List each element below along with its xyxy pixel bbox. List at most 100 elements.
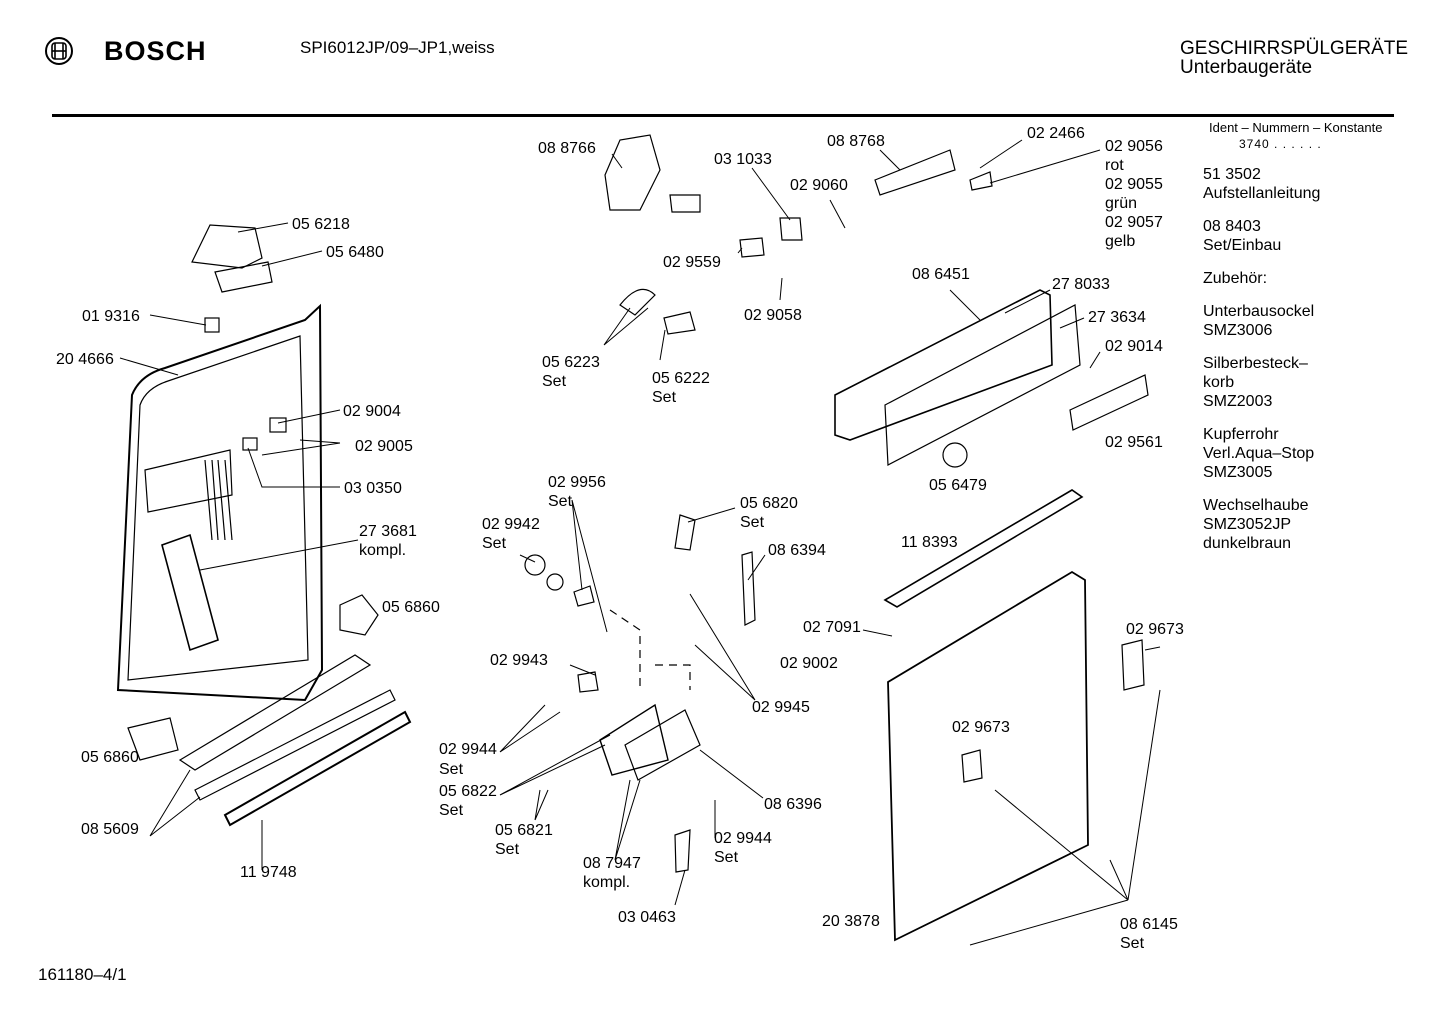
- part-label: grün: [1105, 195, 1137, 212]
- switch-030350-shape: [242, 437, 258, 451]
- door-inner-panel-inset: [127, 335, 309, 681]
- part-label: Set: [714, 849, 739, 866]
- trim-strip-lower-shape: [223, 710, 412, 827]
- header-divider: [52, 114, 1394, 117]
- switch-block-029561-shape: [1069, 374, 1149, 431]
- sidebar-parts-info: Ident – Nummern – Konstante 3740 . . . .…: [1203, 120, 1433, 553]
- part-label: 05 6480: [326, 244, 384, 261]
- entry-line: 51 3502: [1203, 166, 1261, 183]
- part-label: 05 6860: [382, 599, 440, 616]
- part-label: 05 6223: [542, 354, 600, 371]
- part-label: 02 9673: [952, 719, 1010, 736]
- assembly-guide-lines: [609, 609, 691, 690]
- part-label: 08 6396: [764, 796, 822, 813]
- entry-line: Silberbesteck–: [1203, 355, 1308, 372]
- part-label: 02 7091: [803, 619, 861, 636]
- relay-029559-shape: [739, 237, 765, 258]
- clip-019316-shape: [204, 317, 220, 333]
- konstante-value: 3740 . . . . . .: [1239, 137, 1322, 151]
- category-subtitle: Unterbaugeräte: [1180, 57, 1313, 78]
- part-label: 01 9316: [82, 308, 140, 325]
- bosch-logo-icon: [45, 37, 73, 65]
- cable-strip-shape: [161, 533, 219, 652]
- part-label: Set: [439, 802, 464, 819]
- part-label: 08 8766: [538, 140, 596, 157]
- entry-line: SMZ3052JP: [1203, 516, 1292, 533]
- door-inner-panel-shape: [116, 303, 324, 702]
- part-label: 02 9944: [714, 830, 772, 847]
- part-label: Set: [482, 535, 507, 552]
- entry-line: Aufstellanleitung: [1203, 185, 1321, 202]
- bushing-029942-shape: [524, 554, 546, 576]
- part-label: 27 3681: [359, 523, 417, 540]
- part-label: 02 9956: [548, 474, 606, 491]
- entry-line: Wechselhaube: [1203, 497, 1309, 514]
- entry-line: Set/Einbau: [1203, 237, 1282, 254]
- foam-block-right-shape: [339, 594, 379, 636]
- trim-strip-upper-shape: [178, 654, 372, 771]
- part-029956-shape: [573, 585, 595, 607]
- part-label: 02 9060: [790, 177, 848, 194]
- part-label: 02 9945: [752, 699, 810, 716]
- part-label: kompl.: [359, 542, 406, 559]
- entry-line: dunkelbraun: [1203, 535, 1292, 552]
- bracket-056222-shape: [663, 311, 696, 335]
- part-label: Set: [439, 761, 464, 778]
- entry-line: Unterbausockel: [1203, 303, 1315, 320]
- part-label: 08 8768: [827, 133, 885, 150]
- entry-line: 08 8403: [1203, 218, 1261, 235]
- lock-frame-086396-shape: [624, 709, 701, 781]
- part-label: Set: [652, 389, 677, 406]
- part-label: 02 9014: [1105, 338, 1163, 355]
- connector-shape: [669, 194, 701, 213]
- part-number-labels: 05 6218 05 6480 01 9316 20 4666 02 9004 …: [56, 125, 1184, 952]
- part-label: 02 9056: [1105, 138, 1163, 155]
- ident-heading: Ident – Nummern – Konstante: [1209, 120, 1383, 135]
- lock-087947-shape: [599, 703, 669, 776]
- drawing-code: 161180–4/1: [38, 965, 127, 984]
- entry-line: SMZ2003: [1203, 393, 1273, 410]
- part-label: 02 9944: [439, 741, 497, 758]
- hinge-029673-center-shape: [961, 749, 983, 783]
- part-label: 20 3878: [822, 913, 880, 930]
- part-label: 05 6479: [929, 477, 987, 494]
- timer-088766-shape: [604, 134, 661, 211]
- part-label: Set: [548, 493, 573, 510]
- part-label: 02 9057: [1105, 214, 1163, 231]
- part-label: 08 7947: [583, 855, 641, 872]
- switch-029004-shape: [269, 417, 287, 433]
- part-label: 08 6145: [1120, 916, 1178, 933]
- entry-line: Zubehör:: [1203, 270, 1268, 287]
- hinge-029673-right-shape: [1121, 639, 1145, 691]
- entry-line: Verl.Aqua–Stop: [1203, 445, 1315, 462]
- part-label: 02 9673: [1126, 621, 1184, 638]
- brand-name: BOSCH: [104, 36, 207, 66]
- entry-line: SMZ3005: [1203, 464, 1273, 481]
- rail-118393-shape: [883, 489, 1084, 608]
- part-label: 08 6451: [912, 266, 970, 283]
- leader-lines: [119, 139, 1161, 946]
- parts-drawing: [116, 134, 1149, 942]
- part-label: 11 8393: [901, 534, 958, 551]
- washer-029942-shape: [546, 573, 564, 591]
- part-label: 02 9561: [1105, 434, 1163, 451]
- pin-030463-shape: [674, 829, 691, 873]
- terminal-strip-088768-shape: [874, 149, 956, 196]
- part-label: 27 3634: [1088, 309, 1146, 326]
- exploded-parts-diagram: 05 6218 05 6480 01 9316 20 4666 02 9004 …: [56, 125, 1184, 952]
- part-label: 05 6820: [740, 495, 798, 512]
- cam-056223-shape: [619, 288, 656, 316]
- panel-cover-273634-shape: [884, 304, 1081, 466]
- part-label: 08 5609: [81, 821, 139, 838]
- part-label: 02 2466: [1027, 125, 1085, 142]
- part-label: 02 9055: [1105, 176, 1163, 193]
- latch-plate-shape: [214, 261, 273, 293]
- part-label: 03 1033: [714, 151, 772, 168]
- part-label: 08 6394: [768, 542, 826, 559]
- door-window-shape: [144, 449, 233, 513]
- sidebar-entry: 51 3502 Aufstellanleitung: [1203, 165, 1433, 203]
- part-label: Set: [542, 373, 567, 390]
- sidebar-entry: Silberbesteck– korb SMZ2003: [1203, 354, 1433, 411]
- part-label: Set: [1120, 935, 1145, 952]
- sidebar-entry: 08 8403 Set/Einbau: [1203, 217, 1433, 255]
